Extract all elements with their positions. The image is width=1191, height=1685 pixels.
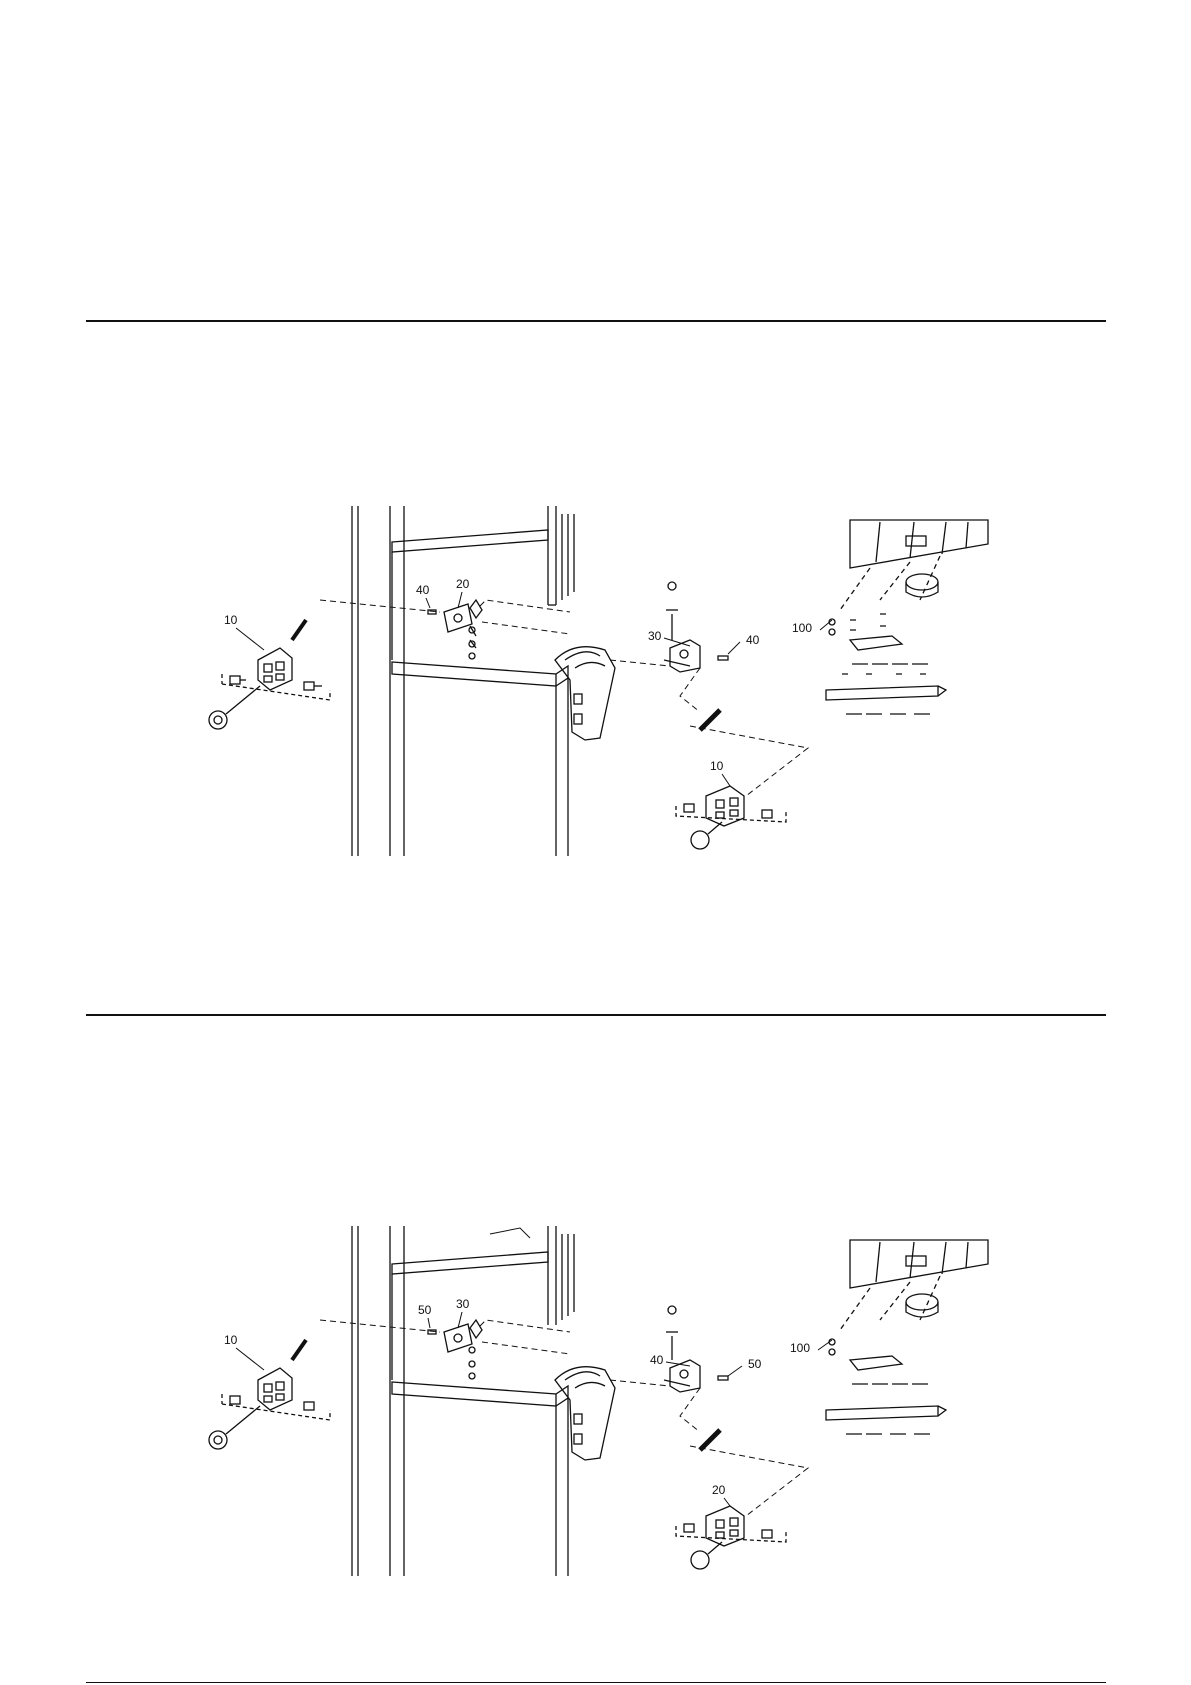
leader-lines-bottom: [236, 1312, 832, 1506]
right-hinge-assembly-bottom: [676, 1506, 786, 1569]
label-right-assembly-b: 20: [712, 1483, 726, 1497]
label-right-assembly: 10: [710, 759, 724, 773]
left-hinge-assembly: [209, 620, 330, 729]
label-bracket-pin: 40: [416, 583, 430, 597]
label-left-assembly: 10: [224, 613, 238, 627]
leader-lines-top: [236, 592, 832, 786]
label-left-assembly-b: 10: [224, 1333, 238, 1347]
label-far-right-stack: 100: [792, 621, 812, 635]
label-center-block-b: 40: [650, 1353, 664, 1367]
cabinet-side-panel: [352, 506, 404, 856]
left-hinge-assembly-bottom: [209, 1340, 330, 1449]
label-center-pin: 40: [746, 633, 760, 647]
label-bracket-pin-b: 50: [418, 1303, 432, 1317]
center-hinge-block: [664, 582, 728, 730]
cabinet-side-panel-bottom: [352, 1226, 404, 1576]
hinge-cup-housing-bottom: [555, 1367, 615, 1460]
far-right-parts-stack: [826, 520, 988, 714]
top-divider-line: [86, 320, 1106, 322]
exploded-diagram-bottom: 10 30 50 40 50 20 100: [0, 1220, 1191, 1590]
exploded-diagram-bottom-svg: 10 30 50 40 50 20 100: [0, 1220, 1191, 1590]
alignment-dashed-lines: [320, 600, 808, 796]
upper-bracket-bottom: [428, 1320, 482, 1379]
exploded-diagram-top-svg: 10 20 40 30 40 10 100: [0, 500, 1191, 870]
label-bracket-b: 30: [456, 1297, 470, 1311]
alignment-dashed-lines-bottom: [320, 1320, 808, 1516]
right-hinge-assembly: [676, 786, 786, 849]
lower-cabinet-frame-bottom: [392, 1382, 568, 1576]
exploded-diagram-top: 10 20 40 30 40 10 100: [0, 500, 1191, 870]
label-far-right-stack-b: 100: [790, 1341, 810, 1355]
hinge-cup-housing: [555, 647, 615, 740]
label-center-pin-b: 50: [748, 1357, 762, 1371]
label-center-block: 30: [648, 629, 662, 643]
middle-divider-line: [86, 1014, 1106, 1016]
upper-bracket: [428, 600, 482, 659]
bottom-divider-line: [86, 1682, 1106, 1683]
lower-cabinet-frame: [392, 662, 568, 856]
part-number-labels-top: 10 20 40 30 40 10 100: [224, 577, 812, 773]
far-right-parts-stack-bottom: [826, 1240, 988, 1434]
label-bracket: 20: [456, 577, 470, 591]
part-number-labels-bottom: 10 30 50 40 50 20 100: [224, 1297, 810, 1497]
